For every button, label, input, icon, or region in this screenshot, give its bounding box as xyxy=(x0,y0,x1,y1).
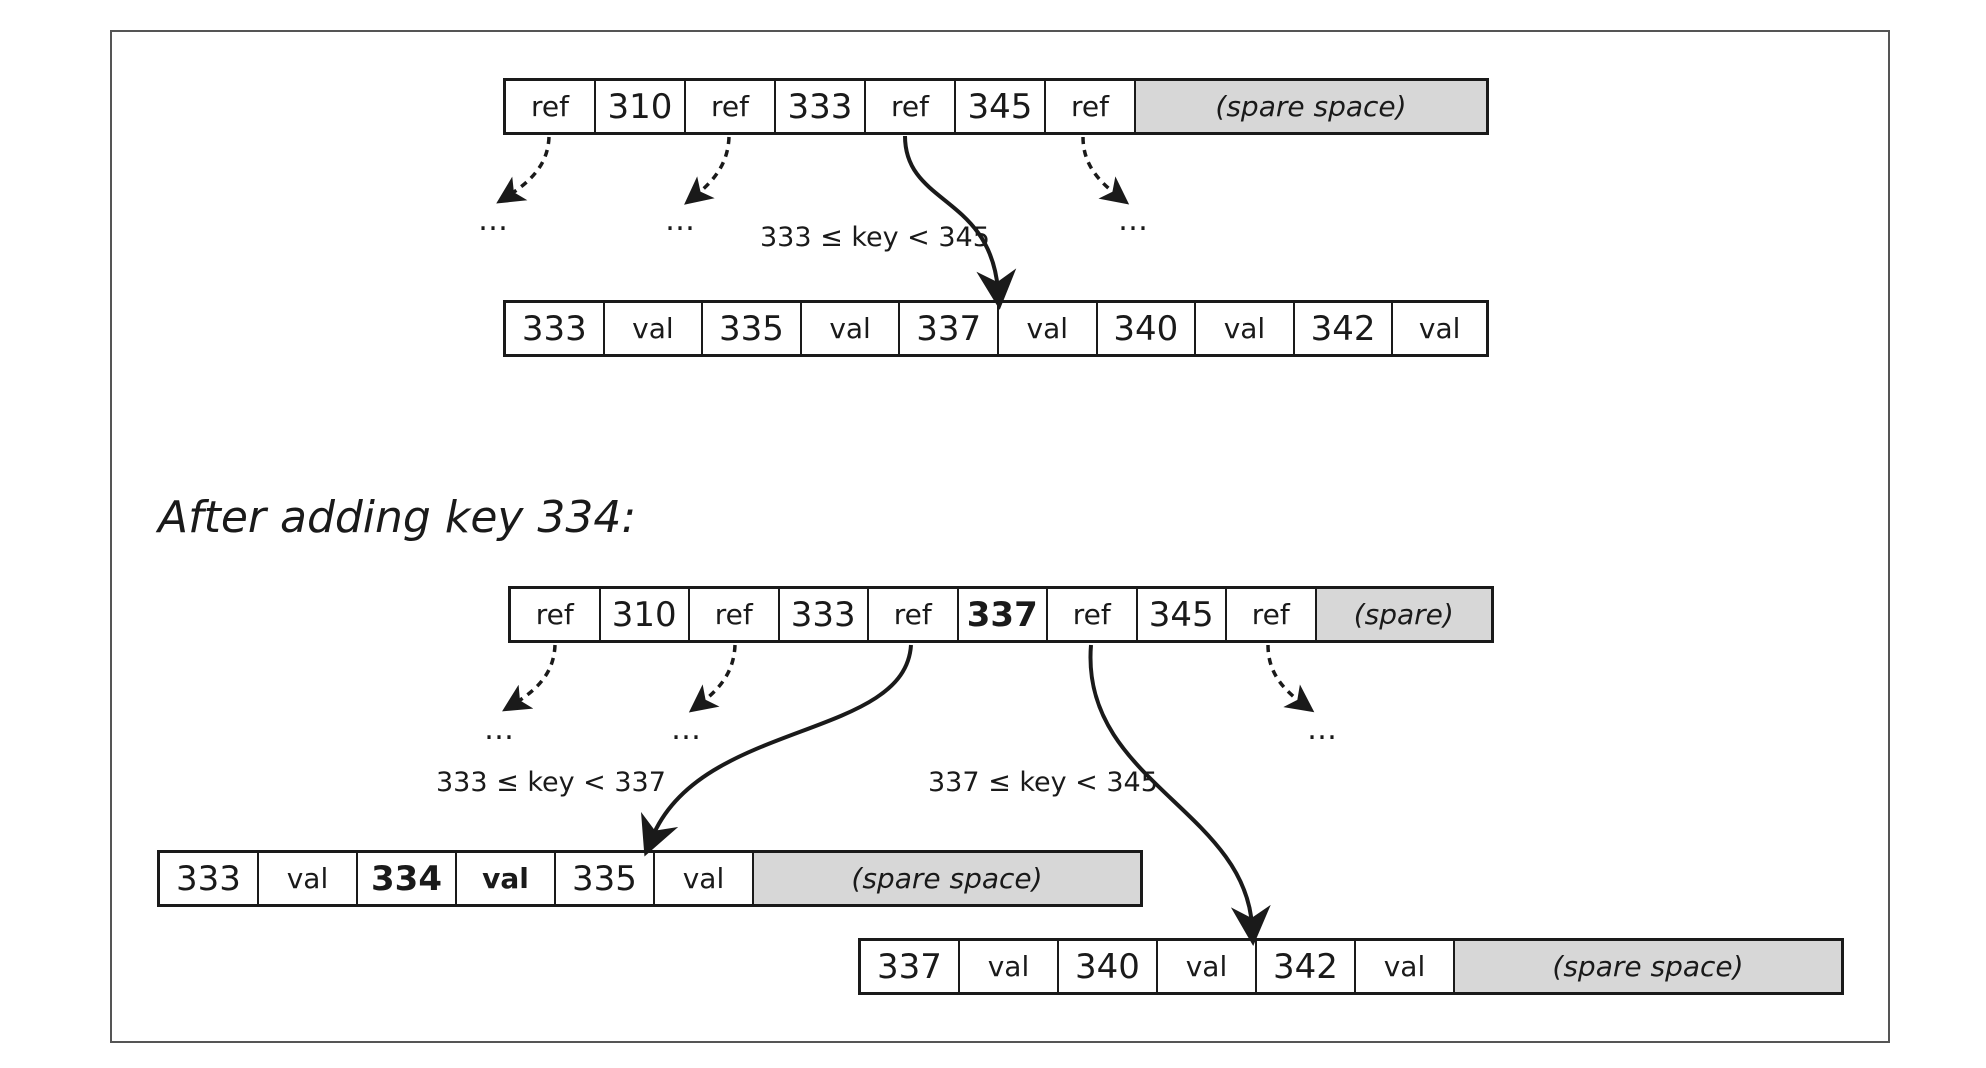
diagram-frame xyxy=(110,30,1890,1043)
top-ellipsis-1: … xyxy=(478,203,510,238)
left-leaf-node: 333 val 334 val 335 val (spare space) xyxy=(157,850,1143,907)
top-page-key-345: 345 xyxy=(956,81,1046,132)
top-page-ref-1: ref xyxy=(506,81,596,132)
top-solid-arrow xyxy=(903,135,1017,310)
left-solid-arrow xyxy=(641,644,913,857)
right-leaf-val-3: val xyxy=(1356,941,1455,992)
left-leaf-val-2: val xyxy=(655,853,754,904)
right-leaf-val-1: val xyxy=(960,941,1059,992)
bottom-page-ref-4: ref xyxy=(1048,589,1138,640)
top-leaf-val-5: val xyxy=(1418,312,1461,345)
bottom-dashed-arrow-3 xyxy=(1266,644,1315,713)
bottom-ellipsis-1: … xyxy=(484,712,516,747)
bottom-dashed-arrow-1 xyxy=(502,644,557,712)
bottom-page-ref-2: ref xyxy=(690,589,780,640)
left-leaf-val-1: val xyxy=(259,853,358,904)
top-dashed-arrow-2 xyxy=(684,136,731,205)
top-page-key-333: 333 xyxy=(776,81,866,132)
top-leaf-key-335: 335 xyxy=(703,303,802,354)
top-dashed-arrow-3 xyxy=(1081,136,1130,205)
right-leaf-node: 337 val 340 val 342 val (spare space) xyxy=(858,938,1844,995)
top-leaf-val-4: val xyxy=(1196,303,1295,354)
bottom-page-key-345: 345 xyxy=(1138,589,1227,640)
bottom-page-node: ref 310 ref 333 ref 337 ref 345 ref (spa… xyxy=(508,586,1494,643)
bottom-page-key-310: 310 xyxy=(601,589,690,640)
section-title: After adding key 334: xyxy=(158,492,637,543)
right-range-label: 337 ≤ key < 345 xyxy=(928,767,1158,798)
top-page-ref-3: ref xyxy=(866,81,956,132)
bottom-page-ref-3: ref xyxy=(869,589,959,640)
top-dashed-arrow-1 xyxy=(496,136,551,204)
right-leaf-key-337: 337 xyxy=(861,941,960,992)
left-leaf-key-334-new: 334 xyxy=(358,853,457,904)
top-page-spare: (spare space) xyxy=(1136,81,1486,132)
left-range-label: 333 ≤ key < 337 xyxy=(436,767,666,798)
right-leaf-val-2: val xyxy=(1158,941,1257,992)
left-leaf-key-333: 333 xyxy=(160,853,259,904)
top-page-ref-2: ref xyxy=(686,81,776,132)
bottom-page-key-337-new: 337 xyxy=(959,589,1048,640)
left-leaf-spare: (spare space) xyxy=(754,853,1140,904)
right-solid-arrow xyxy=(1088,644,1271,946)
bottom-page-ref-5: ref xyxy=(1227,589,1317,640)
bottom-page-spare: (spare) xyxy=(1316,589,1491,640)
top-range-label: 333 ≤ key < 345 xyxy=(760,222,990,253)
right-leaf-key-342: 342 xyxy=(1257,941,1356,992)
bottom-dashed-arrow-2 xyxy=(688,644,737,713)
top-leaf-key-333: 333 xyxy=(506,303,605,354)
top-page-ref-4: ref xyxy=(1046,81,1136,132)
top-ellipsis-3: … xyxy=(1118,203,1150,238)
left-leaf-key-335: 335 xyxy=(556,853,655,904)
top-leaf-val-2: val xyxy=(802,303,901,354)
top-page-key-310: 310 xyxy=(596,81,686,132)
top-ellipsis-2: … xyxy=(665,203,697,238)
top-leaf-val-3: val xyxy=(999,303,1098,354)
left-leaf-val-new: val xyxy=(457,853,556,904)
right-leaf-spare: (spare space) xyxy=(1455,941,1841,992)
bottom-ellipsis-2: … xyxy=(671,712,703,747)
bottom-page-key-333: 333 xyxy=(780,589,869,640)
right-leaf-key-340: 340 xyxy=(1059,941,1158,992)
bottom-page-ref-1: ref xyxy=(511,589,601,640)
top-leaf-key-340: 340 xyxy=(1098,303,1197,354)
top-page-node: ref 310 ref 333 ref 345 ref (spare space… xyxy=(503,78,1489,135)
bottom-ellipsis-3: … xyxy=(1307,712,1339,747)
top-leaf-val-1: val xyxy=(605,303,704,354)
top-leaf-key-337: 337 xyxy=(900,303,999,354)
top-leaf-key-342: 342 xyxy=(1295,303,1394,354)
